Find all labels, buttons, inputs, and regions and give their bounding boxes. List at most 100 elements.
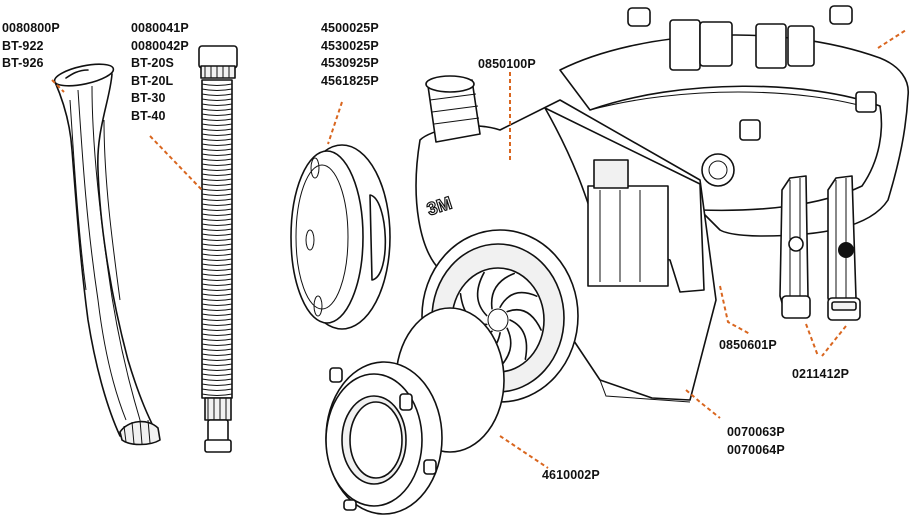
hose-rib bbox=[201, 218, 233, 221]
hose-rib bbox=[201, 388, 233, 391]
part-code: 4561825P bbox=[321, 73, 379, 88]
hose-rib bbox=[201, 383, 233, 386]
hose-rib bbox=[201, 328, 233, 331]
leader-belt-top bbox=[877, 29, 907, 49]
hose-rib bbox=[201, 128, 233, 131]
hose-rib bbox=[201, 138, 233, 141]
hose-rib bbox=[201, 228, 233, 231]
hose-rib bbox=[201, 318, 233, 321]
part-code: 0080800P bbox=[2, 21, 60, 35]
part-code: 4530025P bbox=[321, 38, 379, 53]
flow-indicator-drawing bbox=[779, 175, 861, 321]
part-code: 0211412P bbox=[792, 367, 850, 381]
part-code: 0070064P bbox=[727, 442, 785, 457]
hose-rib bbox=[201, 283, 233, 286]
hose-rib bbox=[201, 83, 233, 86]
hose-rib bbox=[201, 298, 233, 301]
hose-rib bbox=[201, 353, 233, 356]
hose-rib bbox=[201, 123, 233, 126]
hose-rib bbox=[201, 308, 233, 311]
leader-battery bbox=[685, 389, 721, 419]
part-code: 4500025P bbox=[321, 21, 379, 35]
part-code: 0080042P bbox=[131, 38, 189, 53]
hose-rib bbox=[201, 133, 233, 136]
hose-rib bbox=[201, 238, 233, 241]
label-hose-cover: 0080800P BT-922 BT-926 bbox=[2, 20, 60, 73]
hose-rib bbox=[201, 213, 233, 216]
hose-rib bbox=[201, 173, 233, 176]
hose-rib bbox=[201, 233, 233, 236]
hose-rib bbox=[201, 93, 233, 96]
hose-rib bbox=[201, 143, 233, 146]
part-code: 0080041P bbox=[131, 21, 189, 35]
leader-flow-a bbox=[805, 323, 819, 357]
leader-belt bbox=[719, 285, 751, 335]
hose-rib bbox=[201, 268, 233, 271]
leader-filter bbox=[327, 101, 343, 145]
leader-lines bbox=[51, 29, 907, 469]
hose-rib bbox=[201, 153, 233, 156]
hose-rib bbox=[201, 393, 233, 396]
hose-rib bbox=[201, 88, 233, 91]
part-code: BT-20L bbox=[131, 73, 174, 88]
part-code: BT-20S bbox=[131, 56, 174, 70]
part-code: BT-926 bbox=[2, 56, 44, 70]
part-code: BT-922 bbox=[2, 38, 44, 53]
fan-blade bbox=[490, 272, 515, 310]
hose-rib bbox=[201, 198, 233, 201]
fan-blade bbox=[499, 291, 538, 308]
hose-rib bbox=[201, 373, 233, 376]
leader-hose bbox=[149, 135, 203, 191]
label-belt: 0850601P bbox=[719, 337, 777, 355]
hose-rib bbox=[201, 208, 233, 211]
hose-rib bbox=[201, 178, 233, 181]
hose-ribs bbox=[201, 83, 233, 396]
label-breathing-tube: 0080041P 0080042P BT-20S BT-20L BT-30 BT… bbox=[131, 20, 189, 125]
hose-rib bbox=[201, 168, 233, 171]
hose-rib bbox=[201, 148, 233, 151]
hose-rib bbox=[201, 333, 233, 336]
hose-rib bbox=[201, 343, 233, 346]
filter-cartridge-drawing bbox=[290, 144, 391, 330]
part-code: BT-40 bbox=[131, 108, 166, 123]
prefilter-drawing bbox=[325, 307, 505, 515]
leader-flow-b bbox=[821, 325, 847, 357]
hose-rib bbox=[201, 223, 233, 226]
leader-cover bbox=[51, 79, 65, 93]
hose-cover-drawing bbox=[53, 63, 161, 446]
hose-rib bbox=[201, 378, 233, 381]
hose-rib bbox=[201, 158, 233, 161]
hose-rib bbox=[201, 303, 233, 306]
hose-rib bbox=[201, 363, 233, 366]
part-code: 0850601P bbox=[719, 338, 777, 352]
hose-rib bbox=[201, 188, 233, 191]
hose-rib bbox=[201, 348, 233, 351]
hose-rib bbox=[201, 118, 233, 121]
label-blower-unit: 0850100P bbox=[478, 56, 536, 74]
hose-rib bbox=[201, 103, 233, 106]
hose-rib bbox=[201, 258, 233, 261]
part-code: 4530925P bbox=[321, 56, 379, 70]
hose-rib bbox=[201, 278, 233, 281]
hose-rib bbox=[201, 293, 233, 296]
hose-rib bbox=[201, 113, 233, 116]
hose-rib bbox=[201, 338, 233, 341]
hose-rib bbox=[201, 203, 233, 206]
label-flow-indicator: 0211412P bbox=[792, 366, 849, 384]
hose-rib bbox=[201, 253, 233, 256]
leader-prefilter bbox=[499, 435, 549, 469]
hose-rib bbox=[201, 193, 233, 196]
part-code: BT-30 bbox=[131, 91, 166, 105]
hose-rib bbox=[201, 108, 233, 111]
part-code: 0850100P bbox=[478, 57, 536, 71]
hose-rib bbox=[201, 183, 233, 186]
hose-rib bbox=[201, 323, 233, 326]
hose-rib bbox=[201, 273, 233, 276]
hose-rib bbox=[201, 368, 233, 371]
part-code: 4610002P bbox=[542, 468, 600, 482]
hose-rib bbox=[201, 288, 233, 291]
label-battery: 0070063P 0070064P bbox=[727, 424, 785, 459]
hose-rib bbox=[201, 98, 233, 101]
hose-rib bbox=[201, 263, 233, 266]
part-code: 0070063P bbox=[727, 425, 785, 439]
